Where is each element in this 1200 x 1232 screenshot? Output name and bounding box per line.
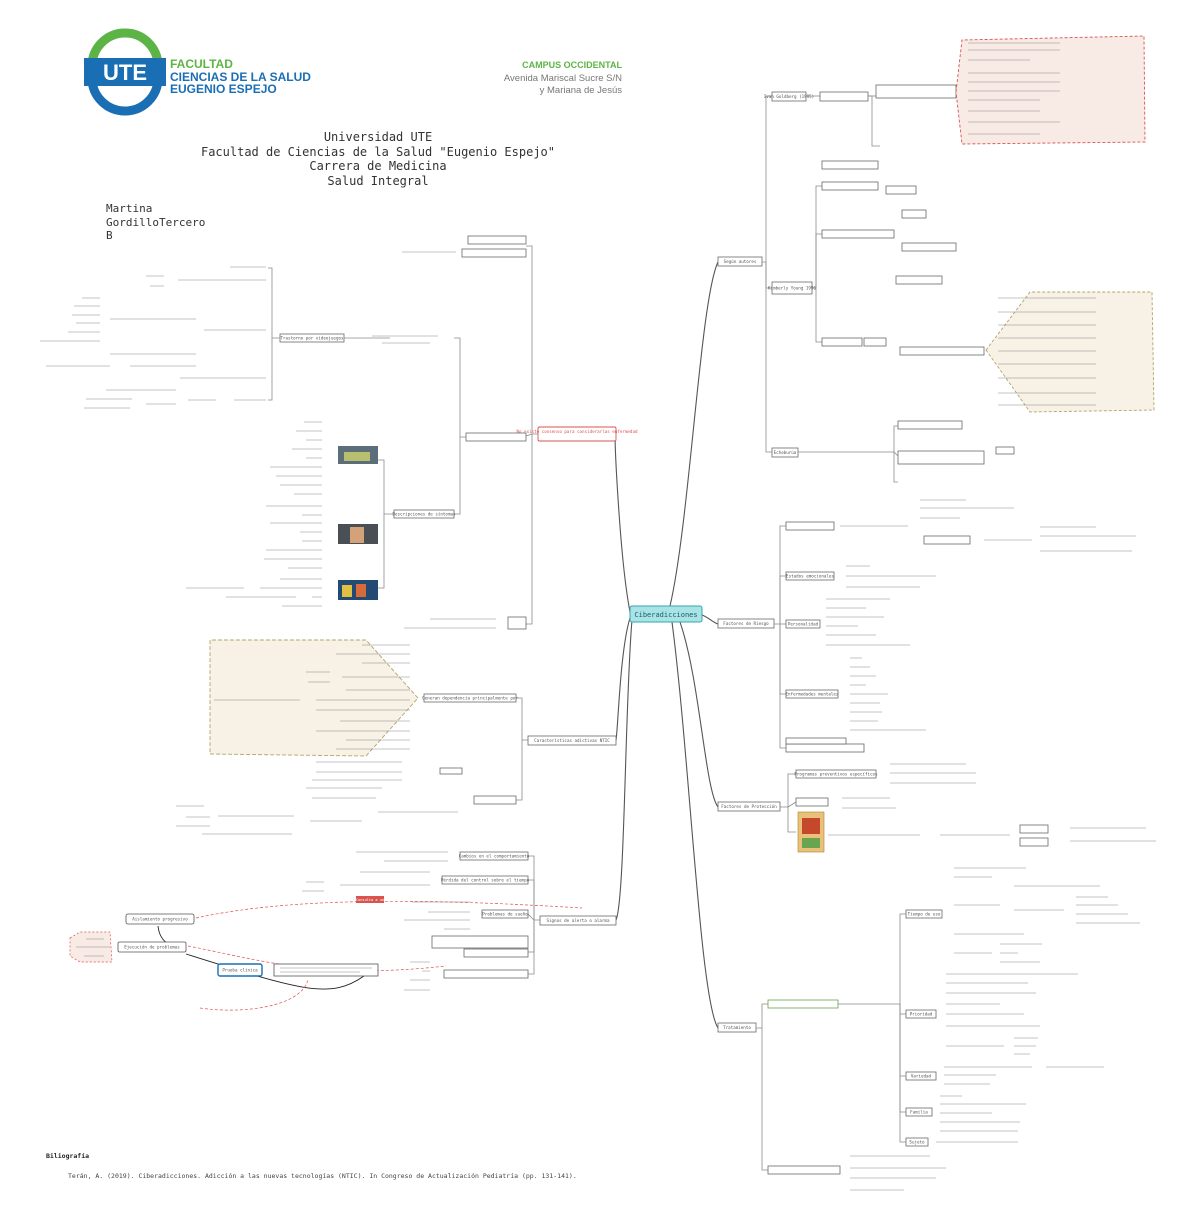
treatment-node-label: Familia xyxy=(910,1110,928,1115)
author-first-name: Martina xyxy=(106,202,153,215)
branch-factores-riesgo[interactable]: Factores de Riesgo xyxy=(717,618,775,629)
risk-node-label: Estados emocionales xyxy=(786,574,834,579)
author-last-name: GordilloTercero xyxy=(106,215,206,229)
riesgo-subtree: Estados emocionales Personalidad Enferme… xyxy=(774,499,1136,753)
title-block: Universidad UTE Facultad de Ciencias de … xyxy=(180,130,576,188)
treatment-node-familia[interactable] xyxy=(905,1107,933,1117)
branch-label: Según autores xyxy=(724,259,757,264)
faculty-line1: FACULTAD xyxy=(170,57,233,71)
risk-node-label: Personalidad xyxy=(788,622,819,627)
risk-node-mentales[interactable] xyxy=(785,689,839,699)
branch-signos-alerta[interactable]: Signos de alerta o alarma xyxy=(539,915,617,926)
faculty-line2: CIENCIAS DE LA SALUD xyxy=(170,70,311,84)
alerta-node-label: Pérdida del control sobre el tiempo xyxy=(441,878,530,883)
caracteristicas-node-dependencia[interactable] xyxy=(423,693,517,703)
logo-letters: UTE xyxy=(103,60,147,85)
author-node-label: Ivan Goldberg (1995) xyxy=(764,94,814,99)
ejecucion-label: Ejecución de problemas xyxy=(124,945,180,950)
campus-label: CAMPUS OCCIDENTAL xyxy=(522,60,622,70)
address-line2: y Mariana de Jesús xyxy=(539,85,622,96)
dependence-features-callout xyxy=(209,639,419,757)
caracteristicas-node-label: Generan dependencia principalmente por xyxy=(422,696,518,701)
aislamiento-node[interactable]: Aislamiento progresivo xyxy=(125,913,195,925)
treatment-node-variedad[interactable] xyxy=(905,1071,937,1081)
title-university: Universidad UTE xyxy=(323,130,433,144)
consult-badge-label: Consulta a un xyxy=(356,898,384,902)
prueba-clinica-label: Prueba clínica xyxy=(222,968,258,973)
young-questions-callout xyxy=(985,291,1155,413)
branch-label: Tratamiento xyxy=(723,1025,751,1030)
bibliography-reference: Terán, A. (2019). Ciberadicciones. Adicc… xyxy=(68,1172,577,1180)
author-node-label: Kimberly Young 1996 xyxy=(768,286,816,291)
prueba-clinica-node[interactable]: Prueba clínica xyxy=(217,963,379,977)
treatment-node-label: Sujeto xyxy=(909,1140,925,1145)
author-node-label: Echeburúa xyxy=(774,450,797,455)
main-connectors xyxy=(614,261,719,1029)
title-career: Carrera de Medicina xyxy=(309,159,447,173)
branch-segun-autores[interactable]: Según autores xyxy=(717,256,763,267)
consenso-node-label: Trastorno por videojuegos xyxy=(280,336,344,341)
ejecucion-problemas-node[interactable]: Ejecución de problemas xyxy=(69,931,187,963)
alerta-node-comportamiento[interactable] xyxy=(459,851,529,861)
goldberg-criteria-callout xyxy=(955,35,1146,145)
treatment-node-tiempo[interactable] xyxy=(905,909,943,919)
consult-badge xyxy=(356,896,384,903)
protection-node-label: Programas preventivos específicos xyxy=(794,772,878,777)
branch-factores-proteccion[interactable]: Factores de Protección xyxy=(717,801,781,812)
risk-node-emocional[interactable] xyxy=(785,571,835,581)
title-subject: Salud Integral xyxy=(327,173,429,188)
author-node-echeburua[interactable] xyxy=(771,447,799,458)
author-node-goldberg[interactable] xyxy=(771,91,807,102)
alerta-node-sueno[interactable] xyxy=(481,909,529,919)
branch-label: Factores de Riesgo xyxy=(723,621,769,626)
treatment-node-label: Variedad xyxy=(911,1074,932,1079)
ute-logo-icon: UTE xyxy=(84,28,166,116)
treatment-node-prioridad[interactable] xyxy=(905,1009,937,1019)
author-section: B xyxy=(106,229,113,242)
alerta-node-tiempo[interactable] xyxy=(441,875,529,885)
autores-subtree: Ivan Goldberg (1995) Kimberly Young 1996… xyxy=(762,35,1155,483)
address-line1: Avenida Mariscal Sucre S/N xyxy=(503,73,622,84)
branch-no-consenso[interactable]: No existe consenso para considerarlas en… xyxy=(516,426,638,442)
proteccion-subtree: Programas preventivos específicos xyxy=(780,763,1156,853)
tratamiento-subtree: Tiempo de uso Prioridad Variedad Familia… xyxy=(756,867,1140,1191)
central-node[interactable]: Ciberadicciones xyxy=(629,605,703,623)
faculty-line3: EUGENIO ESPEJO xyxy=(170,82,277,96)
title-faculty: Facultad de Ciencias de la Salud "Eugeni… xyxy=(200,144,555,159)
branch-label: No existe consenso para considerarlas en… xyxy=(516,429,637,434)
author-block: Martina GordilloTercero B xyxy=(106,202,205,243)
consenso-subtree: Trastorno por videojuegos Descripciones … xyxy=(40,235,538,630)
branch-tratamiento[interactable]: Tratamiento xyxy=(717,1022,757,1033)
risk-node-personalidad[interactable] xyxy=(785,619,821,629)
protection-node-programs[interactable] xyxy=(795,769,877,779)
branch-caracteristicas[interactable]: Características adictivas NTIC xyxy=(527,735,617,746)
risk-node-label: Enfermedades mentales xyxy=(786,692,839,697)
treatment-node-label: Tiempo de uso xyxy=(908,912,941,917)
central-node-label: Ciberadicciones xyxy=(634,611,697,619)
bibliography-heading: Biliografía xyxy=(46,1152,90,1160)
alerta-node-label: Problemas de sueño xyxy=(482,912,528,917)
branch-label: Características adictivas NTIC xyxy=(534,738,610,743)
alerta-node-label: Cambios en el comportamiento xyxy=(459,854,530,859)
treatment-node-sujeto[interactable] xyxy=(905,1137,929,1147)
alerta-subtree: Cambios en el comportamiento Pérdida del… xyxy=(69,851,583,1011)
caracteristicas-subtree: Generan dependencia principalmente por xyxy=(176,639,528,835)
aislamiento-label: Aislamiento progresivo xyxy=(132,917,188,922)
branch-label: Signos de alerta o alarma xyxy=(546,918,610,923)
branch-label: Factores de Protección xyxy=(721,804,777,809)
treatment-node-label: Prioridad xyxy=(910,1012,933,1017)
consenso-node-label: Descripciones de síntomas xyxy=(392,512,456,517)
